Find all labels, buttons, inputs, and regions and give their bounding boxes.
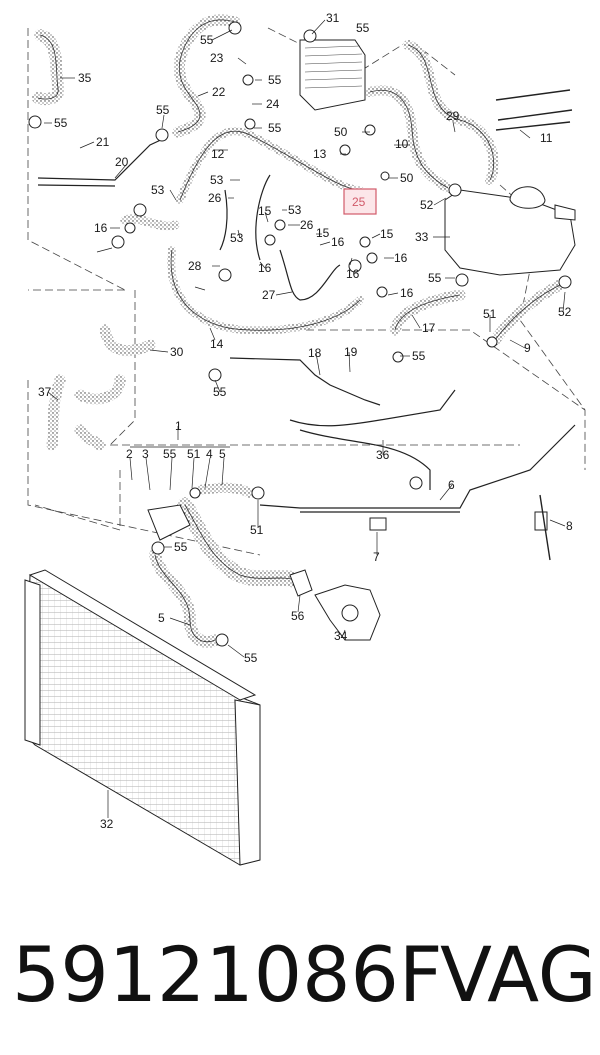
callout: 24 <box>266 97 280 111</box>
callout: 33 <box>415 230 429 244</box>
rigid-pipes <box>37 137 576 513</box>
hose-30 <box>99 324 156 357</box>
callout: 37 <box>38 385 52 399</box>
callout: 12 <box>211 147 225 161</box>
callout: 27 <box>262 288 276 302</box>
callout: 55 <box>54 116 68 130</box>
coolant-hoses <box>32 14 566 648</box>
leader-lines <box>44 19 566 818</box>
callout: 55 <box>213 385 227 399</box>
callout: 55 <box>163 447 177 461</box>
callout: 26 <box>208 191 222 205</box>
callout: 55 <box>268 73 282 87</box>
callout: 53 <box>230 231 244 245</box>
callout: 18 <box>308 346 322 360</box>
callout: 15 <box>258 204 272 218</box>
callout: 55 <box>174 540 188 554</box>
callout: 4 <box>206 447 213 461</box>
callout: 9 <box>524 341 531 355</box>
callout: 22 <box>212 85 226 99</box>
callout: 16 <box>331 235 345 249</box>
callout: 34 <box>334 629 348 643</box>
callout: 51 <box>483 307 497 321</box>
expansion-tank-33 <box>444 186 576 276</box>
callout: 28 <box>188 259 202 273</box>
clamps-and-fittings <box>28 21 573 647</box>
callout: 14 <box>210 337 224 351</box>
callout: 53 <box>288 203 302 217</box>
callout: 29 <box>446 109 460 123</box>
callout: 17 <box>422 321 436 335</box>
highlighted-callout: 25 <box>352 195 366 209</box>
hose-35 <box>32 29 65 105</box>
callout: 15 <box>380 227 394 241</box>
callout: 5 <box>219 447 226 461</box>
callout: 19 <box>344 345 358 359</box>
thermostat-housing-34 <box>289 569 381 641</box>
callout: 50 <box>400 171 414 185</box>
callout: 16 <box>94 221 108 235</box>
callout: 32 <box>100 817 114 831</box>
oil-cooler-31 <box>299 39 366 111</box>
callout: 3 <box>142 447 149 461</box>
callout: 52 <box>558 305 572 319</box>
callout: 30 <box>170 345 184 359</box>
callout: 55 <box>156 103 170 117</box>
callout: 56 <box>291 609 305 623</box>
callout: 55 <box>244 651 258 665</box>
callout: 51 <box>187 447 201 461</box>
callout: 21 <box>96 135 110 149</box>
callout: 55 <box>412 349 426 363</box>
callout: 26 <box>300 218 314 232</box>
hose-16-left <box>120 214 180 231</box>
callout: 55 <box>428 271 442 285</box>
callout: 53 <box>210 173 224 187</box>
callout: 35 <box>78 71 92 85</box>
highlight-box <box>343 188 377 215</box>
callout: 23 <box>210 51 224 65</box>
callout: 6 <box>448 478 455 492</box>
callout: 16 <box>258 261 272 275</box>
callout: 36 <box>376 448 390 462</box>
callout: 55 <box>356 21 370 35</box>
callout: 55 <box>200 33 214 47</box>
hose-main-lower <box>177 497 303 588</box>
callout: 7 <box>373 550 380 564</box>
callout: 1 <box>175 419 182 433</box>
callout: 11 <box>540 131 553 145</box>
callout: 10 <box>395 137 409 151</box>
hose-12 <box>176 127 364 204</box>
callout: 16 <box>400 286 414 300</box>
hose-37 <box>46 374 126 451</box>
callout: 55 <box>268 121 282 135</box>
callout: 50 <box>334 125 348 139</box>
exploded-parts-diagram: 55 31 55 23 55 22 35 24 55 55 55 29 11 2… <box>24 11 586 866</box>
callout: 15 <box>316 226 330 240</box>
callout: 20 <box>115 155 129 169</box>
hose-4 <box>195 482 255 498</box>
callout: 16 <box>394 251 408 265</box>
callout: 5 <box>158 611 165 625</box>
callout: 8 <box>566 519 573 533</box>
callout: 16 <box>346 267 360 281</box>
radiator-32 <box>24 569 261 866</box>
callout: 52 <box>420 198 434 212</box>
callout: 51 <box>250 523 264 537</box>
callout: 13 <box>313 147 327 161</box>
callout: 53 <box>151 183 165 197</box>
callout-labels: 55 31 55 23 55 22 35 24 55 55 55 29 11 2… <box>38 11 573 831</box>
callout: 31 <box>326 11 340 25</box>
callout: 2 <box>126 447 133 461</box>
hose-5 <box>149 549 221 648</box>
part-number-caption: 59121086F <box>12 930 443 1019</box>
dashed-guide-lines <box>27 27 586 556</box>
brand-caption: VAG <box>440 930 597 1019</box>
hose-9 <box>489 279 566 346</box>
